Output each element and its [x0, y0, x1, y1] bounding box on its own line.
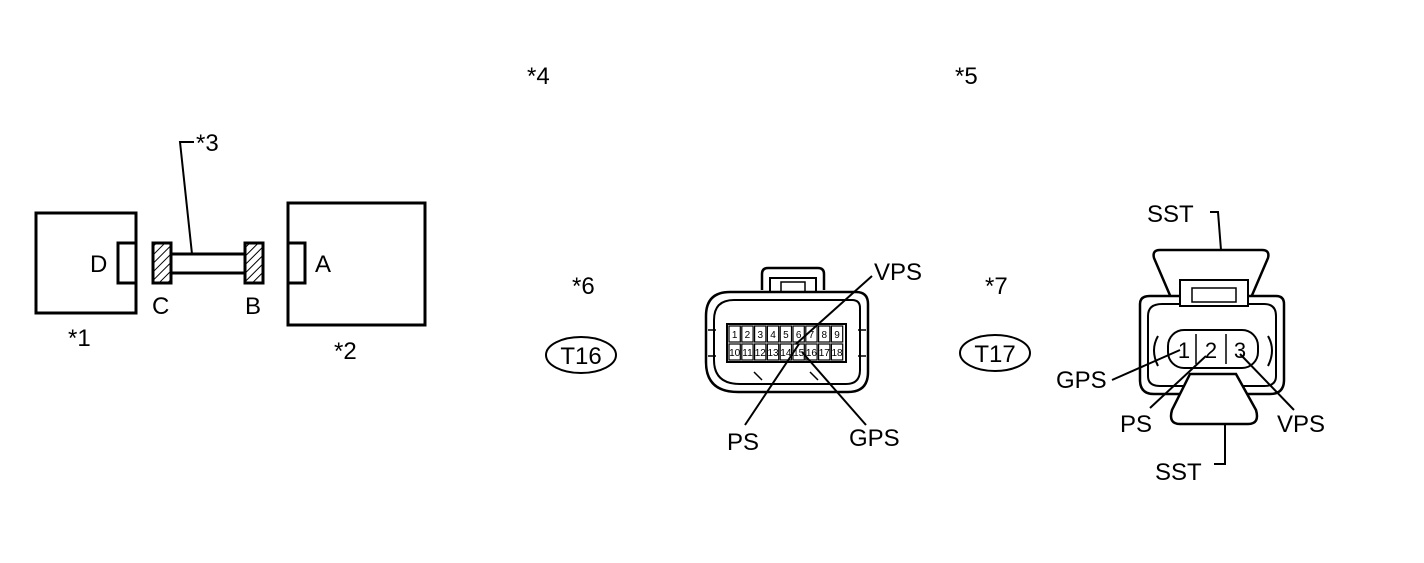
t16-pin-9: 9: [834, 330, 840, 341]
connector-t17: 1 2 3 SST SST GPS PS VPS: [1056, 201, 1325, 486]
badge-t17: T17: [959, 334, 1031, 372]
t17-ps-leader: [1149, 355, 1207, 409]
t16-pin-cell: [805, 343, 818, 361]
t16-pin-18: 18: [831, 348, 843, 359]
t17-pin-1: 1: [1178, 338, 1190, 363]
t17-gps-leader: [1111, 349, 1181, 381]
t16-pin-8: 8: [821, 330, 827, 341]
t16-gps-leader: [801, 351, 867, 426]
t16-pin-cell: [779, 325, 793, 343]
t17-pin-2: 2: [1205, 338, 1217, 363]
t16-ps-label: PS: [727, 429, 759, 456]
t16-pin-11: 11: [742, 348, 753, 359]
port-d-label: D: [90, 251, 107, 278]
t17-gps-label: GPS: [1056, 367, 1107, 394]
jumper-wire: C B: [151, 141, 265, 320]
t16-pin-cell: [741, 343, 754, 361]
badge-t17-oval: [959, 334, 1031, 372]
t16-pin-1: 1: [732, 330, 738, 341]
t16-pin-cell: [753, 325, 767, 343]
t16-pin-cell: [741, 325, 754, 343]
wire-body: [169, 252, 247, 275]
t17-pin-window: [1167, 329, 1259, 369]
t16-pin-cell: [817, 325, 831, 343]
t16-pin-cell: [766, 343, 780, 361]
t16-pin-cell: [753, 343, 767, 361]
t16-pin-10: 10: [729, 348, 741, 359]
t16-pin-6: 6: [796, 330, 802, 341]
badge-t17-text: T17: [974, 341, 1015, 368]
sst-top-lead: [1210, 211, 1222, 251]
port-a-socket: [286, 241, 307, 285]
t17-ps-label: PS: [1120, 411, 1152, 438]
t16-vps-leader: [795, 275, 873, 345]
callout-2: *2: [334, 338, 357, 365]
callout-7: *7: [985, 273, 1008, 300]
t16-ps-leader: [744, 343, 800, 426]
t16-pin-5: 5: [783, 330, 789, 341]
t16-gps-label: GPS: [849, 425, 900, 452]
t16-vps-label: VPS: [874, 259, 922, 286]
callout-4: *4: [527, 63, 550, 90]
t16-pin-cell: [766, 325, 780, 343]
t16-pin-cell: [817, 343, 831, 361]
t16-pin-cell: [728, 343, 741, 361]
t17-sst-top-label: SST: [1147, 201, 1194, 228]
sst-bottom-adapter: [1169, 372, 1259, 426]
port-a-label: A: [315, 251, 331, 278]
component-2: A: [286, 201, 427, 327]
component-1: D: [34, 211, 138, 315]
t17-vps-label: VPS: [1277, 411, 1325, 438]
sst-bottom-lead: [1214, 424, 1226, 465]
t16-pin-16: 16: [806, 348, 818, 359]
t16-pin-12: 12: [755, 348, 767, 359]
plug-c: [151, 241, 173, 285]
t16-pin-13: 13: [767, 348, 779, 359]
plug-c-label: C: [152, 293, 169, 320]
t16-pin-cell: [830, 325, 844, 343]
t16-pin-cell: [779, 343, 793, 361]
t16-pin-3: 3: [757, 330, 763, 341]
t16-pin-4: 4: [770, 330, 776, 341]
t16-pin-7: 7: [809, 330, 815, 341]
t16-pin-cell: [830, 343, 844, 361]
plug-b: [243, 241, 265, 285]
component-2-box: [286, 201, 427, 327]
t16-pin-15: 15: [793, 348, 805, 359]
t16-pin-17: 17: [819, 348, 831, 359]
t16-pin-2: 2: [745, 330, 751, 341]
callout-1: *1: [68, 325, 91, 352]
callout-3: *3: [196, 130, 219, 157]
t17-latch-tab: [1191, 287, 1237, 303]
callout-3-leader: [178, 141, 194, 255]
badge-t16: T16: [545, 336, 617, 374]
badge-t16-oval: [545, 336, 617, 374]
t17-sst-bottom-label: SST: [1155, 459, 1202, 486]
callout-6: *6: [572, 273, 595, 300]
t16-pin-cell: [728, 325, 741, 343]
port-d-socket: [116, 241, 138, 285]
callout-5: *5: [955, 63, 978, 90]
t16-pin-14: 14: [780, 348, 792, 359]
t17-vps-leader: [1239, 353, 1295, 411]
plug-b-label: B: [245, 293, 261, 320]
badge-t16-text: T16: [560, 343, 601, 370]
